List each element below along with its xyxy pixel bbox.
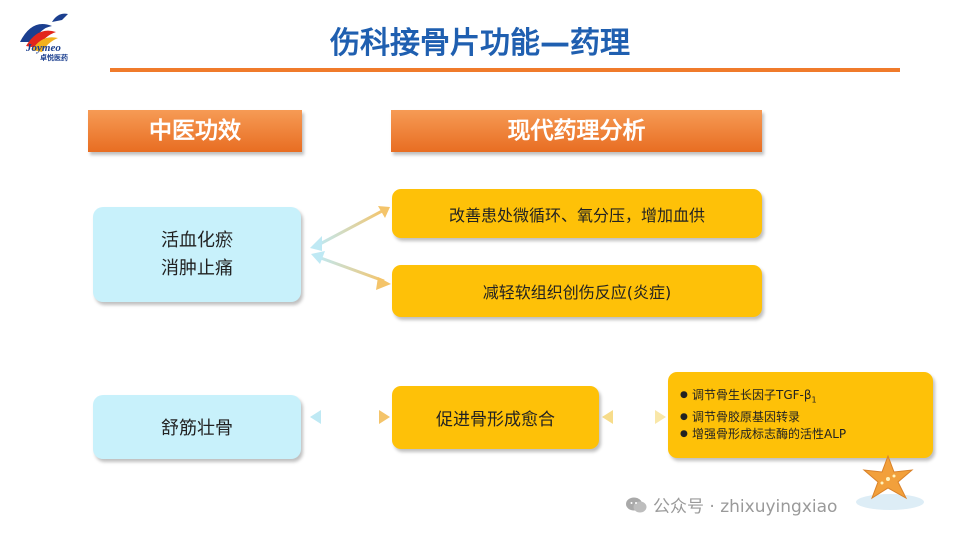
watermark-text: 公众号 · zhixuyingxiao: [653, 497, 838, 517]
arrow-to-circulation: [310, 206, 390, 251]
list-item: 增强骨形成标志酶的活性ALP: [680, 426, 846, 443]
logo-subtitle: 卓悦医药: [40, 54, 68, 62]
logo-brand: Joymeo: [26, 42, 61, 54]
pharm-healing: 促进骨形成愈合: [392, 386, 599, 449]
wechat-icon: [626, 497, 647, 512]
title-underline: [110, 68, 900, 72]
starfish-icon: [856, 454, 924, 510]
page-title: 伤科接骨片功能—药理: [330, 26, 630, 61]
pharm-inflammation: 减轻软组织创伤反应(炎症): [392, 265, 762, 317]
tcm-effect-blood-line2: 消肿止痛: [161, 257, 233, 279]
tcm-effect-blood: 活血化瘀 消肿止痛: [93, 207, 301, 302]
pharm-mechanisms: 调节骨生长因子TGF-β1 调节骨胶原基因转录 增强骨形成标志酶的活性ALP: [668, 372, 933, 458]
company-logo: [20, 13, 68, 52]
arrow-to-mechanisms: [602, 410, 666, 424]
tcm-effect-bone: 舒筋壮骨: [93, 395, 301, 459]
list-item: 调节骨生长因子TGF-β1: [680, 387, 846, 408]
arrow-to-inflammation: [311, 251, 391, 290]
tcm-effects-header: 中医功效: [88, 110, 302, 152]
tcm-effect-blood-line1: 活血化瘀: [161, 229, 233, 251]
arrow-to-healing: [310, 410, 390, 424]
tcm-effect-bone-label: 舒筋壮骨: [161, 418, 233, 439]
mechanism-list: 调节骨生长因子TGF-β1 调节骨胶原基因转录 增强骨形成标志酶的活性ALP: [680, 387, 846, 442]
list-item: 调节骨胶原基因转录: [680, 409, 846, 426]
modern-pharmacology-header: 现代药理分析: [391, 110, 762, 152]
pharm-circulation: 改善患处微循环、氧分压，增加血供: [392, 189, 762, 238]
watermark: 公众号 · zhixuyingxiao: [625, 492, 837, 517]
